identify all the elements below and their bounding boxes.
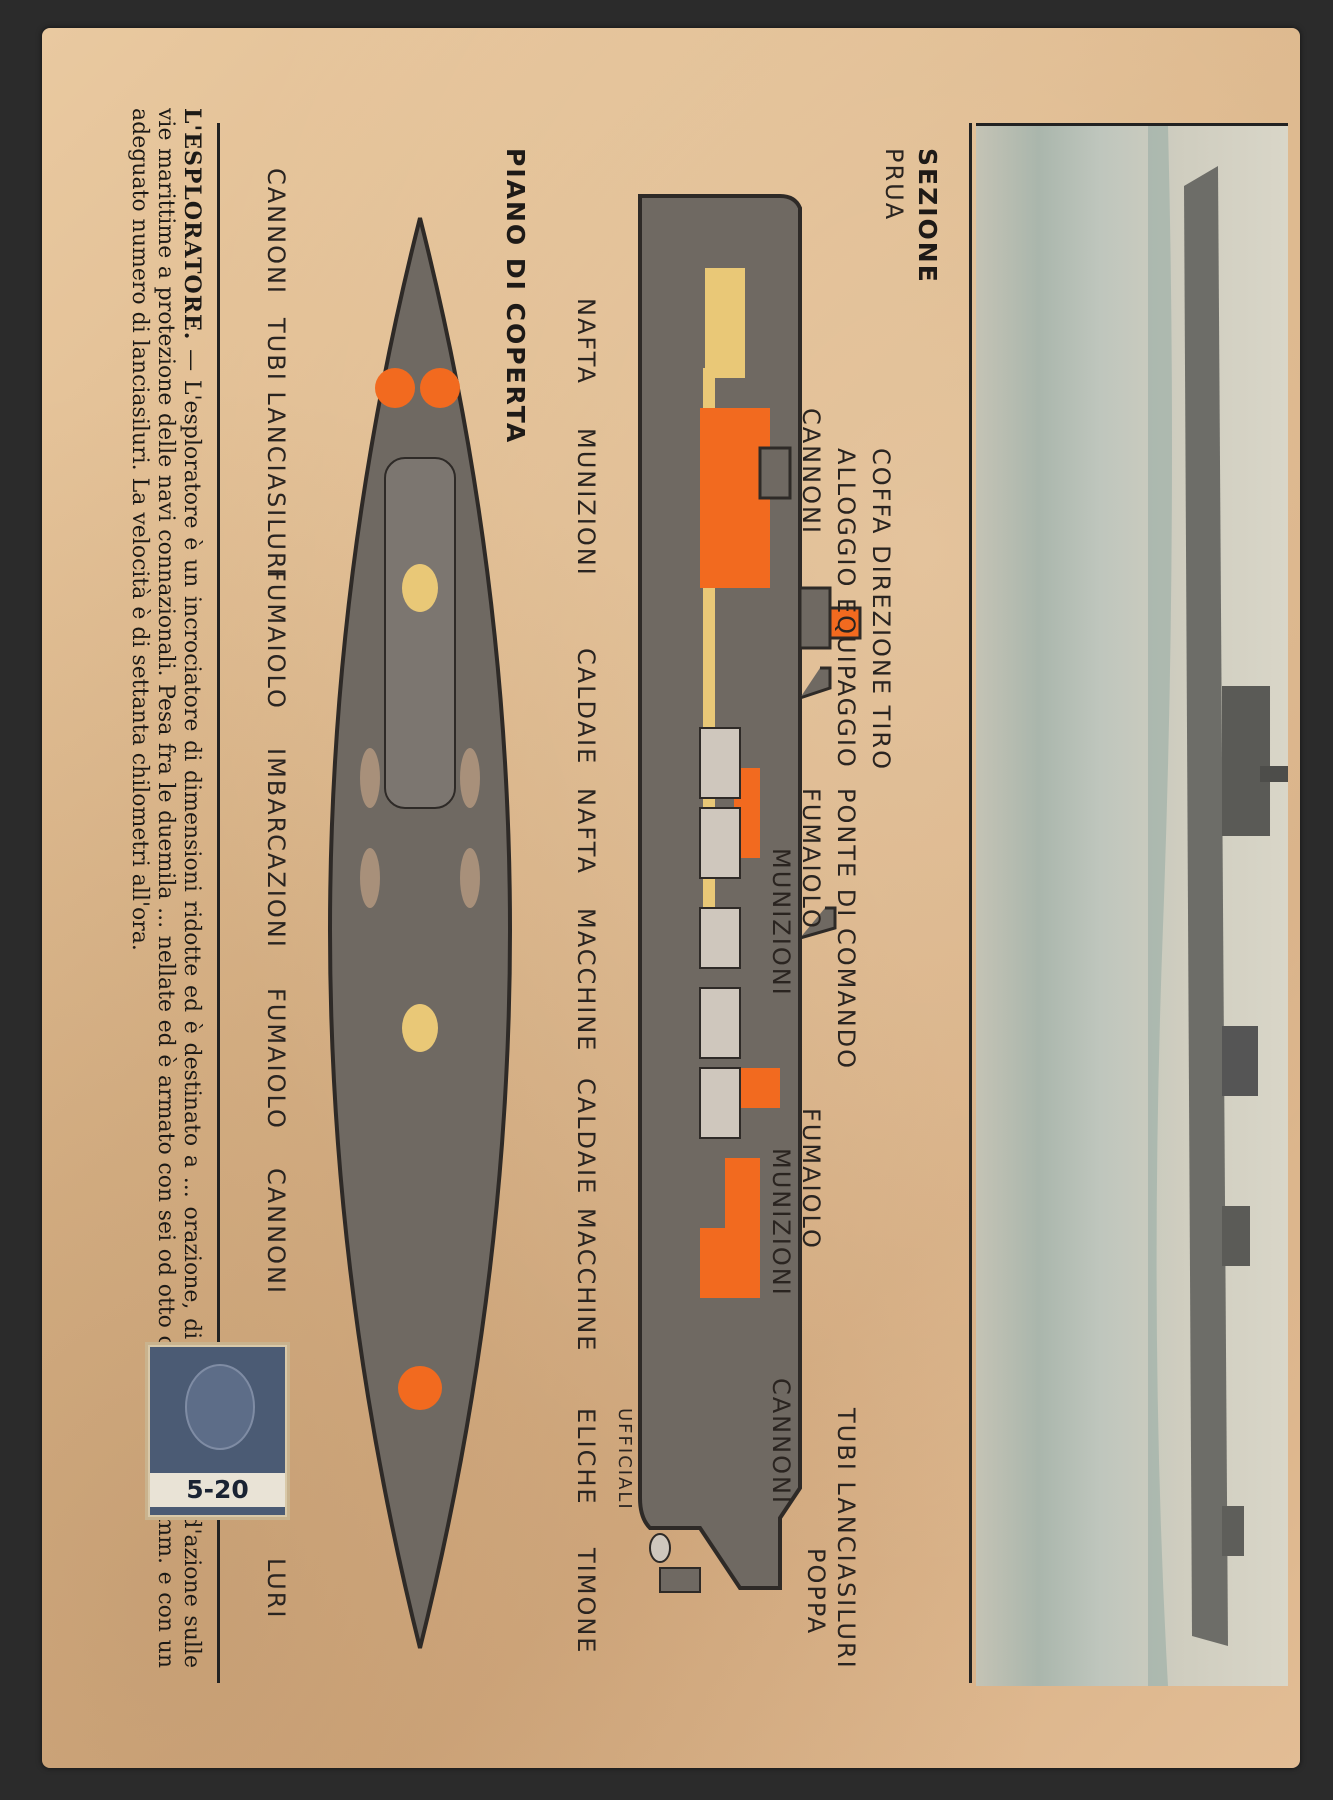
boiler-1 <box>699 727 741 799</box>
stamp-value: 5-20 <box>150 1473 285 1507</box>
engine-2 <box>699 1067 741 1139</box>
deck-funnel-2 <box>402 1004 438 1052</box>
ship-section-diagram <box>328 194 862 1649</box>
description-heading: L'ESPLORATORE. <box>179 108 205 341</box>
rotated-page: SEZIONE PRUA POPPA <box>42 28 1300 1768</box>
deck-gun-2 <box>375 368 415 408</box>
label-macchine-2: MACCHINE <box>572 1208 600 1353</box>
label-coffa: COFFA DIREZIONE TIRO <box>867 448 895 771</box>
label-macchine-1: MACCHINE <box>572 908 600 1053</box>
label-eliche: ELICHE <box>572 1408 600 1506</box>
boiler-3 <box>699 987 741 1059</box>
photo-stern-structure <box>1222 1506 1244 1556</box>
deck-gun-aft <box>398 1366 442 1410</box>
deck-boat-3 <box>460 848 480 908</box>
photo-ship-hull <box>1184 166 1228 1646</box>
photo-funnel <box>1222 1026 1258 1096</box>
deck-label-tubi: TUBI LANCIASILURI <box>262 318 290 580</box>
label-munizioni-1: MUNIZIONI <box>767 848 795 997</box>
label-caldaie-2: CALDAIE <box>572 1078 600 1196</box>
label-alloggio: ALLOGGIO EQUIPAGGIO <box>832 448 860 769</box>
label-ufficiali: UFFICIALI <box>614 1408 635 1511</box>
deck-label-imbarcazioni: IMBARCAZIONI <box>262 748 290 949</box>
fuel-tank-fore <box>705 268 745 378</box>
label-nafta-1: NAFTA <box>572 298 600 385</box>
deck-boat-4 <box>360 848 380 908</box>
label-nafta-2: NAFTA <box>572 788 600 875</box>
boiler-2 <box>699 807 741 879</box>
deck-label-luri: LURI <box>262 1558 290 1620</box>
label-ponte: PONTE DI COMANDO <box>832 788 860 1071</box>
photo-mast <box>1260 766 1290 782</box>
engine-1 <box>699 907 741 969</box>
book-cover: SEZIONE PRUA POPPA <box>42 28 1300 1768</box>
deck-label-cannoni-2: CANNONI <box>262 1168 290 1296</box>
fire-control-top <box>828 606 862 640</box>
deck-label-cannoni-1: CANNONI <box>262 168 290 296</box>
label-timone: TIMONE <box>572 1548 600 1655</box>
photo-sea <box>1148 126 1172 1686</box>
label-tubi: TUBI LANCIASILURI <box>832 1408 860 1670</box>
stamp-portrait-icon <box>185 1364 255 1450</box>
label-fumaiolo-2: FUMAIOLO <box>797 1108 825 1250</box>
deck-plan-hull <box>328 217 512 1649</box>
label-cannoni-top: CANNONI <box>797 408 825 536</box>
photo-bridge <box>1222 686 1270 836</box>
deck-title: PIANO DI COPERTA <box>501 148 530 445</box>
ship-photo-drawing <box>1148 126 1290 1686</box>
rudder <box>659 1567 701 1593</box>
deck-label-fumaiolo-2: FUMAIOLO <box>262 988 290 1130</box>
aft-magazine <box>700 1158 760 1298</box>
revenue-stamp: 5-20 <box>148 1345 287 1517</box>
label-fumaiolo-1: FUMAIOLO <box>797 788 825 930</box>
label-munizioni-2: MUNIZIONI <box>767 1148 795 1297</box>
label-munizioni-bottom: MUNIZIONI <box>572 428 600 577</box>
label-cannoni-aft: CANNONI <box>767 1378 795 1506</box>
propeller <box>649 1533 671 1563</box>
forward-gun-turret <box>758 446 792 500</box>
label-caldaie-1: CALDAIE <box>572 648 600 766</box>
deck-funnel-1 <box>402 564 438 612</box>
funnel-1 <box>799 666 832 700</box>
deck-label-fumaiolo-1: FUMAIOLO <box>262 568 290 710</box>
deck-boat-1 <box>460 748 480 808</box>
bridge-structure <box>798 586 832 650</box>
deck-gun-1 <box>420 368 460 408</box>
forward-magazine <box>700 408 770 588</box>
deck-superstructure <box>384 457 456 809</box>
funnel-2 <box>799 906 837 940</box>
photo-aft-structure <box>1222 1206 1250 1266</box>
ship-photograph <box>976 123 1290 1686</box>
deck-boat-2 <box>360 748 380 808</box>
